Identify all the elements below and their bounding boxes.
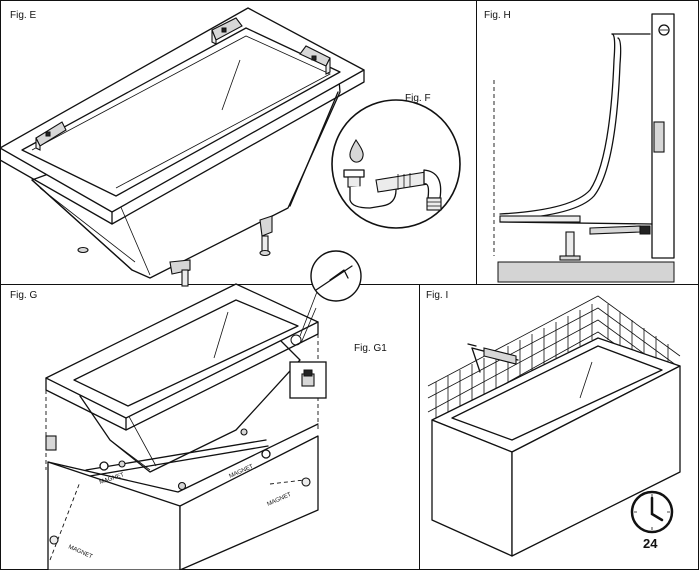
- fig-e-bathtub: [0, 7, 365, 287]
- caulking-gun-icon: [467, 343, 519, 373]
- drain-trap-icon: [343, 169, 442, 211]
- fig-g-label: Fig. G: [10, 290, 38, 301]
- mounting-clip-icon: [211, 17, 243, 45]
- mounting-clip-icon: [299, 45, 331, 75]
- fig-h-label: Fig. H: [484, 10, 511, 21]
- fig-h-section: [493, 13, 675, 283]
- clock-hours: 24: [643, 536, 658, 551]
- fig-g1-label: Fig. G1: [354, 343, 387, 354]
- fig-f-label: Fig. F: [405, 93, 431, 104]
- fig-g-assembly: [45, 283, 321, 570]
- clock-icon: [630, 490, 674, 534]
- fig-f-drain: [331, 99, 461, 229]
- water-drop-icon: [349, 138, 364, 163]
- fig-g1-detail: [289, 361, 327, 399]
- mounting-clip-icon: [35, 121, 67, 151]
- fig-e-label: Fig. E: [10, 10, 37, 21]
- fig-i-installed: [427, 295, 681, 557]
- fig-i-label: Fig. I: [426, 290, 449, 301]
- fig-g-zoom-clip: [310, 250, 362, 302]
